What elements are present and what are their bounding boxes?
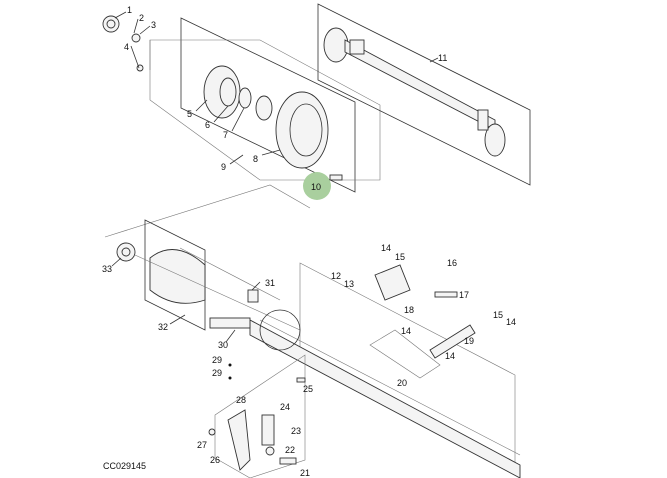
callout-30[interactable]: 30 [218, 340, 228, 350]
callout-20[interactable]: 20 [397, 378, 407, 388]
callout-24[interactable]: 24 [280, 402, 290, 412]
callout-10-highlight[interactable] [303, 172, 331, 200]
callout-3[interactable]: 3 [151, 20, 156, 30]
callout-23[interactable]: 23 [291, 426, 301, 436]
callout-29[interactable]: 29 [212, 368, 222, 378]
axle-assembly-group [317, 3, 531, 186]
figure-id: CC029145 [103, 461, 146, 471]
callout-31[interactable]: 31 [265, 278, 275, 288]
callout-2[interactable]: 2 [139, 13, 144, 23]
callout-9[interactable]: 9 [221, 162, 226, 172]
callout-22[interactable]: 22 [285, 445, 295, 455]
callout-14[interactable]: 14 [506, 317, 516, 327]
leader-lines [111, 11, 439, 343]
callout-33[interactable]: 33 [102, 264, 112, 274]
callout-5[interactable]: 5 [187, 109, 192, 119]
callout-4[interactable]: 4 [124, 42, 129, 52]
callout-17[interactable]: 17 [459, 290, 469, 300]
callout-14[interactable]: 14 [401, 326, 411, 336]
brake-frame-group [104, 184, 521, 478]
callout-26[interactable]: 26 [210, 455, 220, 465]
callout-15[interactable]: 15 [395, 252, 405, 262]
callout-8[interactable]: 8 [253, 154, 258, 164]
callout-25[interactable]: 25 [303, 384, 313, 394]
callout-21[interactable]: 21 [300, 468, 310, 478]
callout-1[interactable]: 1 [127, 5, 132, 15]
callout-18[interactable]: 18 [404, 305, 414, 315]
callout-27[interactable]: 27 [197, 440, 207, 450]
callout-7[interactable]: 7 [223, 130, 228, 140]
callout-32[interactable]: 32 [158, 322, 168, 332]
callout-14[interactable]: 14 [445, 351, 455, 361]
callout-28[interactable]: 28 [236, 395, 246, 405]
callout-15[interactable]: 15 [493, 310, 503, 320]
callout-19[interactable]: 19 [464, 336, 474, 346]
callout-6[interactable]: 6 [205, 120, 210, 130]
callout-14[interactable]: 14 [381, 243, 391, 253]
callout-29[interactable]: 29 [212, 355, 222, 365]
callout-12[interactable]: 12 [331, 271, 341, 281]
callouts: 1 2 3 4 5 6 7 8 9 10 11 12 13 14 15 16 1… [102, 5, 516, 478]
callout-11[interactable]: 11 [438, 53, 447, 63]
callout-10[interactable]: 10 [311, 182, 321, 192]
callout-16[interactable]: 16 [447, 258, 457, 268]
callout-13[interactable]: 13 [344, 279, 354, 289]
